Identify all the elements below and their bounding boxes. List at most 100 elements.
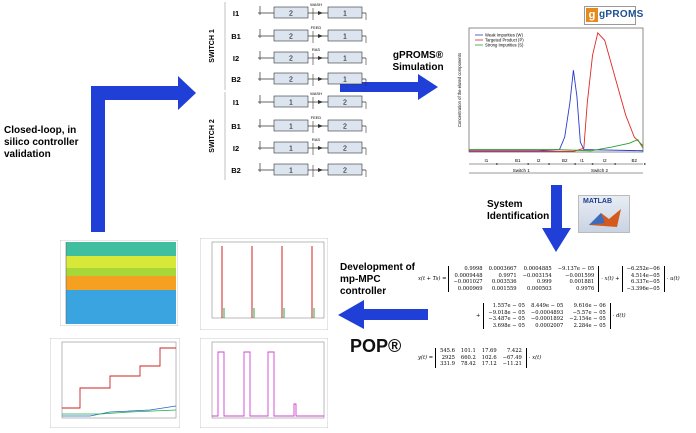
c-term: · x(t): [528, 354, 542, 361]
matrix-cell: 3.698e − 05: [492, 322, 525, 329]
column-number: 1: [289, 100, 293, 107]
u-term: · u(t): [666, 276, 680, 283]
switch-label: Switch 1: [513, 168, 531, 173]
row-label: I2: [233, 54, 239, 63]
gproms-chart-svg: Concentration of the eluted componentsWe…: [457, 27, 646, 174]
panel-frame: [199, 337, 329, 429]
row-label: B1: [231, 32, 241, 41]
matrix-cell: 0.001559: [491, 285, 517, 292]
interval-label: I1: [485, 158, 489, 163]
gproms-logo: g gPROMS: [584, 6, 643, 25]
matrix-cell: −0.0004893: [530, 309, 564, 316]
matrix-cell: 7.422: [506, 348, 522, 354]
system-identification-label: System Identification: [487, 199, 550, 222]
column-box: [327, 95, 363, 108]
column-number: 2: [289, 77, 293, 84]
flow-arrowhead: [318, 146, 323, 150]
column-number: 1: [343, 56, 347, 63]
matrix-cell: −0.001599: [565, 272, 595, 279]
column-box: [327, 163, 363, 176]
stream-tag: RAS: [312, 47, 321, 52]
stream-tag: FEED: [311, 25, 322, 30]
column-number: 1: [343, 34, 347, 41]
development-label: Development of mp-MPC controller: [340, 262, 416, 297]
matrix-cell: −3.487e − 05: [488, 316, 525, 323]
stream-tag: WASH: [310, 91, 322, 96]
legend-entry: Targeted Product (P): [485, 38, 524, 43]
spikes-chart: [199, 237, 329, 331]
column-number: 1: [289, 146, 293, 153]
matrix-cell: 8.449e − 05: [531, 303, 564, 309]
matrix-cell: 2925: [441, 354, 455, 361]
column-box: [273, 141, 309, 154]
d-term: · d(t): [612, 313, 626, 320]
interval-label: I2: [603, 158, 607, 163]
column-number: 2: [343, 100, 347, 107]
panel-frame: [49, 337, 181, 429]
matrix-cell: 2.284e − 05: [573, 322, 606, 329]
column-box: [273, 95, 309, 108]
output-lhs: y(t) =: [418, 354, 434, 361]
matrix-row: 6.337e−05: [624, 279, 663, 286]
column-box: [273, 119, 309, 132]
flow-arrowhead: [318, 168, 323, 172]
thumb-steps-panel: [49, 337, 181, 429]
step-line: [62, 405, 177, 417]
matrix-cell: −2.154e − 05: [569, 316, 606, 323]
column-number: 2: [289, 11, 293, 18]
gproms-simulation-label: gPROMS® Simulation: [392, 50, 444, 73]
row-label: I2: [233, 144, 239, 153]
plot-area: [211, 341, 325, 419]
matrix-cell: −9.018e − 05: [488, 309, 525, 316]
timeline-tick: [548, 163, 550, 165]
development-arrow: [338, 300, 428, 329]
y-axis-label: Concentration of the eluted components: [457, 53, 462, 127]
row-label: B1: [231, 122, 241, 131]
band-region: [66, 242, 176, 256]
gproms-logo-text: gPROMS: [599, 9, 644, 20]
column-box: [273, 163, 309, 176]
matrix-cell: 0.9971: [498, 272, 517, 279]
closed-loop-arrow: [91, 76, 196, 232]
simulation-arrow: [340, 74, 438, 100]
gproms-logo-mark: g: [586, 8, 598, 22]
timeline-tick: [591, 163, 594, 165]
flow-arrowhead: [318, 124, 323, 128]
column-number: 2: [343, 146, 347, 153]
row-label: I1: [233, 9, 239, 18]
flow-arrowhead: [318, 100, 323, 104]
weak-impurities-line: [469, 70, 644, 152]
matrix-cell: 0.0002007: [535, 322, 564, 329]
matrix-cell: 78.42: [460, 361, 476, 368]
strong-impurities-line: [469, 139, 644, 152]
row-label: B2: [231, 75, 241, 84]
thumb-spikes-panel: [199, 237, 329, 331]
step-line: [62, 409, 177, 415]
x-term: · x(t) +: [601, 276, 620, 283]
matlab-logo: MATLAB: [578, 195, 630, 233]
identification-arrow: [542, 185, 571, 252]
column-box: [273, 6, 309, 19]
column-number: 2: [343, 168, 347, 175]
matrix-row: −3.396e−05: [624, 286, 663, 293]
column-box: [273, 72, 309, 85]
panel-frame: [199, 237, 329, 331]
matrix-cell: −11.21: [502, 361, 522, 368]
thumb-bands-panel: [59, 239, 179, 327]
row-label: B2: [231, 166, 241, 175]
pop-label: POP®: [350, 336, 402, 356]
column-box: [327, 6, 363, 19]
column-box: [327, 141, 363, 154]
switch-label: Switch 2: [591, 168, 609, 173]
matrix-cell: −0.001027: [453, 279, 483, 286]
column-box: [327, 29, 363, 42]
timeline-tick: [495, 163, 498, 165]
